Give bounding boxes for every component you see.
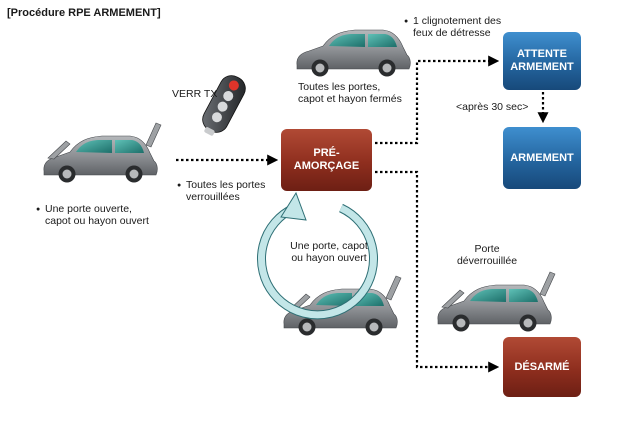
- loop-arrow-icon: [257, 191, 378, 320]
- hazard-flash-label: 1 clignotement des feux de détresse: [404, 15, 508, 39]
- all-doors-closed-label: Toutes les portes, capot et hayon fermés: [298, 81, 402, 105]
- car-doors-closed-icon: [296, 29, 411, 77]
- remote-key-fob-icon: [202, 75, 246, 136]
- dotted-arrow-icon: [176, 55, 549, 373]
- door-open-label: Une porte ouverte, capot ou hayon ouvert: [36, 203, 160, 227]
- state-attente-armement: ATTENTE ARMEMENT: [503, 32, 581, 90]
- loop-condition-label: Une porte, capot ou hayon ouvert: [290, 240, 368, 264]
- after-30-sec-label: <après 30 sec>: [456, 101, 529, 113]
- car-hood-open-icon: [437, 271, 556, 332]
- all-doors-locked-label: Toutes les portes verrouillées: [177, 179, 266, 203]
- state-desarme: DÉSARMÉ: [503, 337, 581, 397]
- state-pre-amorcage: PRÉ-AMORÇAGE: [281, 129, 372, 191]
- door-unlocked-label: Porte déverrouillée: [456, 243, 518, 267]
- verr-tx-label: VERR TX: [172, 88, 218, 100]
- car-hood-open-icon: [43, 122, 162, 183]
- diagram-title: [Procédure RPE ARMEMENT]: [7, 7, 161, 19]
- state-armement: ARMEMENT: [503, 127, 581, 189]
